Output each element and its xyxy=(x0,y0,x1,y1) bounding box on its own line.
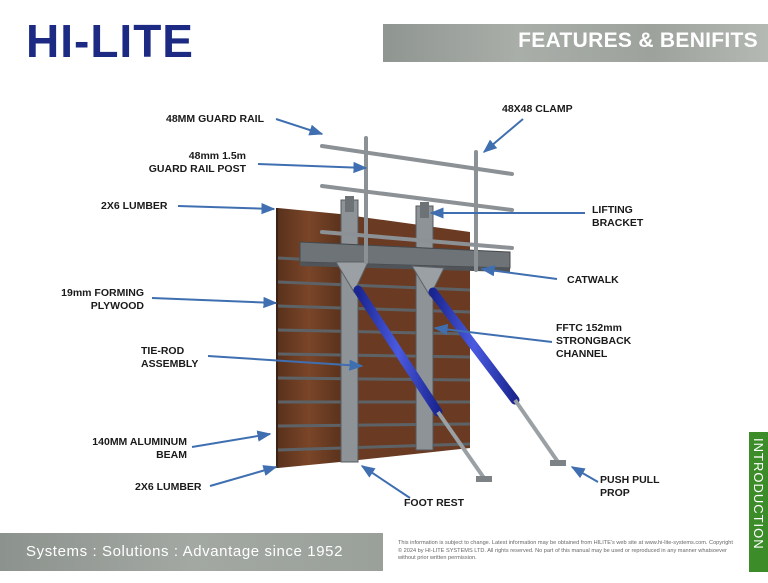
label-aluminum-beam-line1: 140MM ALUMINUM xyxy=(92,436,187,448)
label-lifting-bracket: LIFTING BRACKET xyxy=(592,204,643,230)
section-tab-label: INTRODUCTION xyxy=(751,438,766,550)
footer-banner: Systems : Solutions : Advantage since 19… xyxy=(0,533,383,571)
label-lumber-top: 2X6 LUMBER xyxy=(101,200,168,212)
label-foot-rest: FOOT REST xyxy=(404,497,465,509)
label-push-pull-line1: PUSH PULL xyxy=(600,474,660,486)
push-pull-props xyxy=(353,285,566,482)
label-catwalk: CATWALK xyxy=(567,274,619,286)
label-strongback-line3: CHANNEL xyxy=(556,348,608,360)
catwalk-platform xyxy=(299,241,511,298)
label-tie-rod-line1: TIE-ROD xyxy=(141,345,185,357)
label-lifting-bracket-line2: BRACKET xyxy=(592,217,644,229)
label-lumber-bottom: 2X6 LUMBER xyxy=(135,481,202,493)
label-clamp: 48X48 CLAMP xyxy=(502,103,573,115)
label-strongback-line2: STRONGBACK xyxy=(556,335,632,347)
label-tie-rod: TIE-ROD ASSEMBLY xyxy=(141,345,198,371)
label-push-pull-prop: PUSH PULL PROP xyxy=(600,474,660,500)
label-strongback-line1: FFTC 152mm xyxy=(556,322,622,334)
label-guard-rail-post: 48mm 1.5m GUARD RAIL POST xyxy=(120,150,246,176)
label-lifting-bracket-line1: LIFTING xyxy=(592,204,633,216)
footer-tagline: Systems : Solutions : Advantage since 19… xyxy=(26,543,344,560)
header-banner: FEATURES & BENIFITS xyxy=(383,24,768,62)
page-title: FEATURES & BENIFITS xyxy=(518,29,758,52)
callout-arrows xyxy=(151,118,599,499)
hi-lite-logo: HI-LITE xyxy=(26,15,194,67)
label-plywood: 19mm FORMING PLYWOOD xyxy=(40,287,144,313)
label-aluminum-beam-line2: BEAM xyxy=(156,449,187,461)
guard-rails xyxy=(320,136,514,272)
label-aluminum-beam: 140MM ALUMINUM BEAM xyxy=(70,436,187,462)
label-plywood-line2: PLYWOOD xyxy=(90,300,144,312)
label-tie-rod-line2: ASSEMBLY xyxy=(141,358,199,370)
footer-disclaimer: This information is subject to change. L… xyxy=(398,540,733,561)
label-guard-rail-post-line2: GUARD RAIL POST xyxy=(148,163,246,175)
label-guard-rail-post-line1: 48mm 1.5m xyxy=(188,150,246,162)
label-guard-rail: 48MM GUARD RAIL xyxy=(166,113,265,125)
label-plywood-line1: 19mm FORMING xyxy=(61,287,144,299)
section-tab-introduction[interactable]: INTRODUCTION xyxy=(749,432,768,572)
label-strongback: FFTC 152mm STRONGBACK CHANNEL xyxy=(556,322,631,361)
label-push-pull-line2: PROP xyxy=(600,487,630,499)
